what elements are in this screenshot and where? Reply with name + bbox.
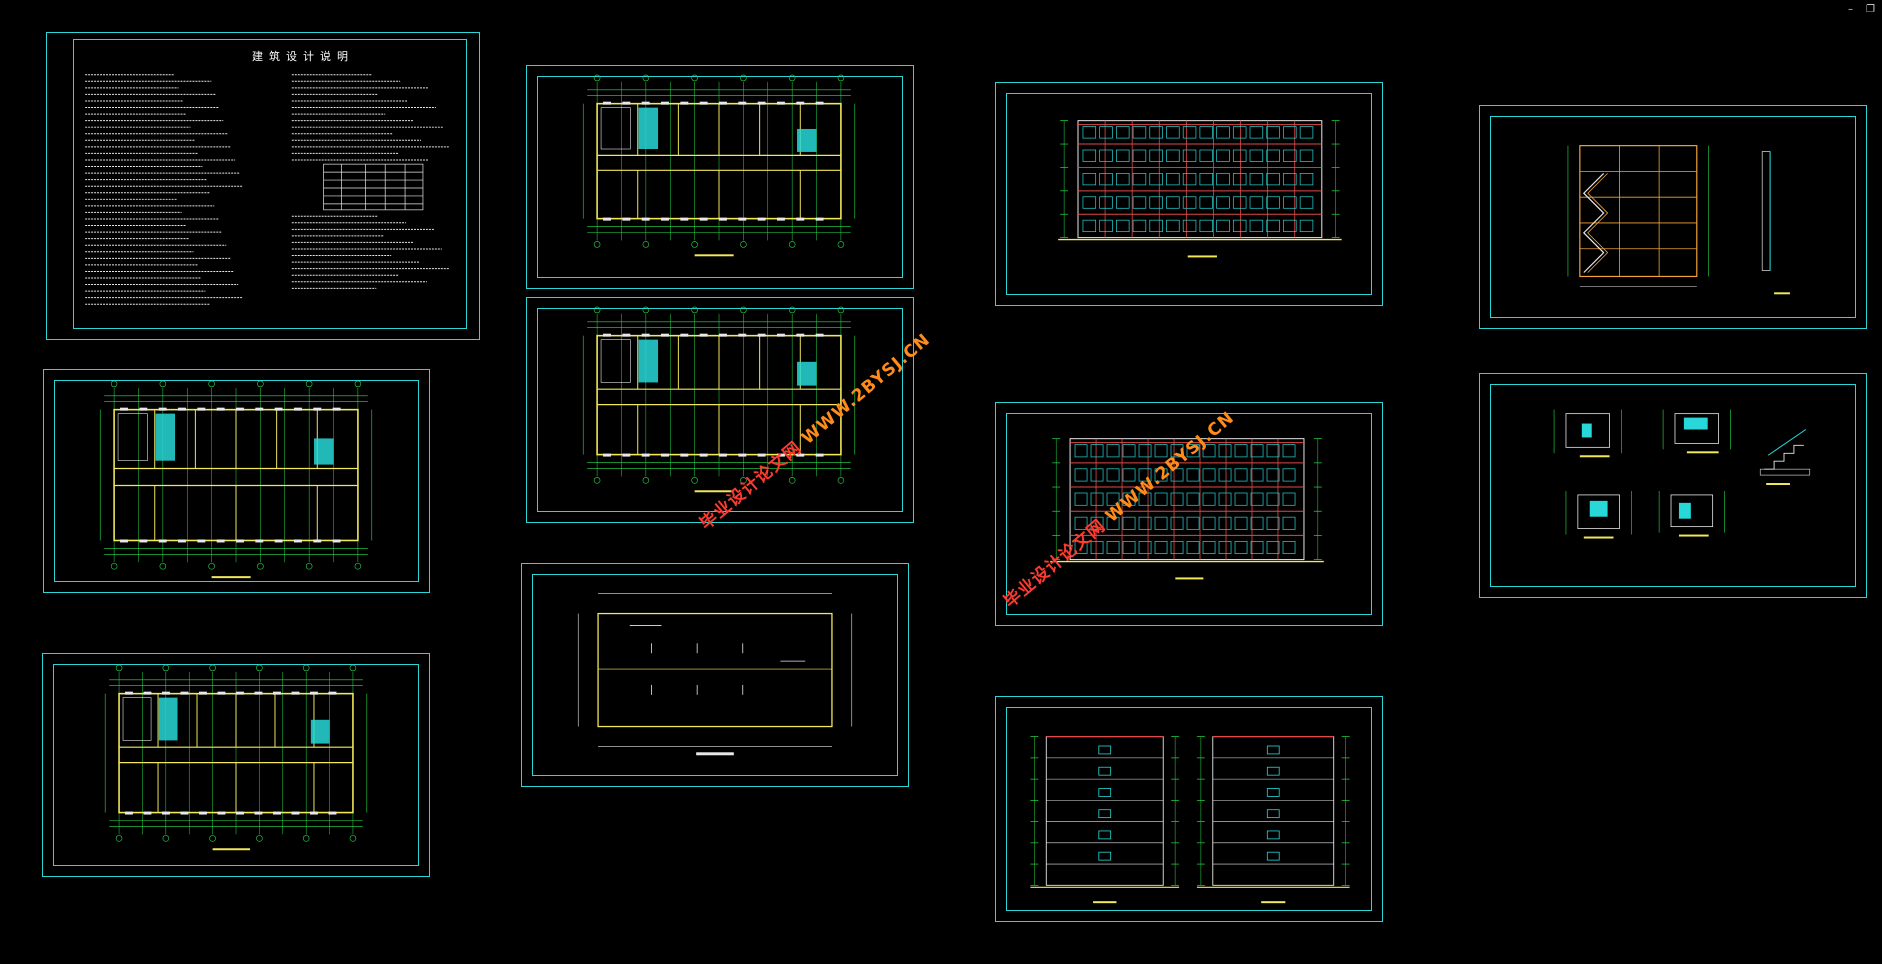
sheet-design-notes-inner <box>73 39 467 329</box>
elevation-drawing <box>1050 438 1324 580</box>
elevation-drawing <box>1058 120 1342 258</box>
sheet-inner-frame <box>1006 93 1372 295</box>
sheet-elevation-north[interactable] <box>995 402 1383 626</box>
sheet-floor-plan-1[interactable] <box>43 369 430 593</box>
sheet-floor-plan-4[interactable] <box>526 297 914 523</box>
sheet-inner-frame <box>1490 384 1856 587</box>
sheet-floor-plan-3[interactable] <box>526 65 914 289</box>
design-notes-title: 建筑设计说明 <box>252 50 354 63</box>
sheet-inner-frame <box>53 664 419 866</box>
sheet-inner-frame <box>537 308 903 512</box>
minimize-icon[interactable]: – <box>1848 4 1853 15</box>
roof-plan-drawing <box>577 593 853 756</box>
sheet-inner-frame <box>532 574 898 776</box>
sheet-floor-plan-2[interactable] <box>42 653 430 877</box>
sheet-inner-frame <box>1490 116 1856 318</box>
floor-plan-drawing <box>582 74 856 257</box>
sheet-inner-frame <box>1006 707 1372 911</box>
stair-details-drawing <box>1553 409 1811 539</box>
floor-plan-drawing <box>99 380 373 579</box>
floor-plan-drawing <box>104 664 368 851</box>
sheet-section[interactable] <box>1479 105 1867 329</box>
side-elevation-drawing <box>1030 736 1350 904</box>
design-notes-text-lines <box>85 74 450 305</box>
sheet-inner-frame <box>537 76 903 278</box>
sheet-design-notes[interactable]: 建筑设计说明 <box>46 32 480 340</box>
sheet-inner-frame <box>54 380 419 582</box>
sheet-stair-details[interactable] <box>1479 373 1867 598</box>
sheet-elevation-south[interactable] <box>995 82 1383 306</box>
section-drawing <box>1567 145 1790 295</box>
floor-plan-drawing <box>582 306 856 493</box>
sheet-elevation-sides[interactable] <box>995 696 1383 922</box>
restore-icon[interactable]: ❐ <box>1866 4 1875 15</box>
sheet-roof-plan[interactable] <box>521 563 909 787</box>
sheet-inner-frame <box>1006 413 1372 615</box>
